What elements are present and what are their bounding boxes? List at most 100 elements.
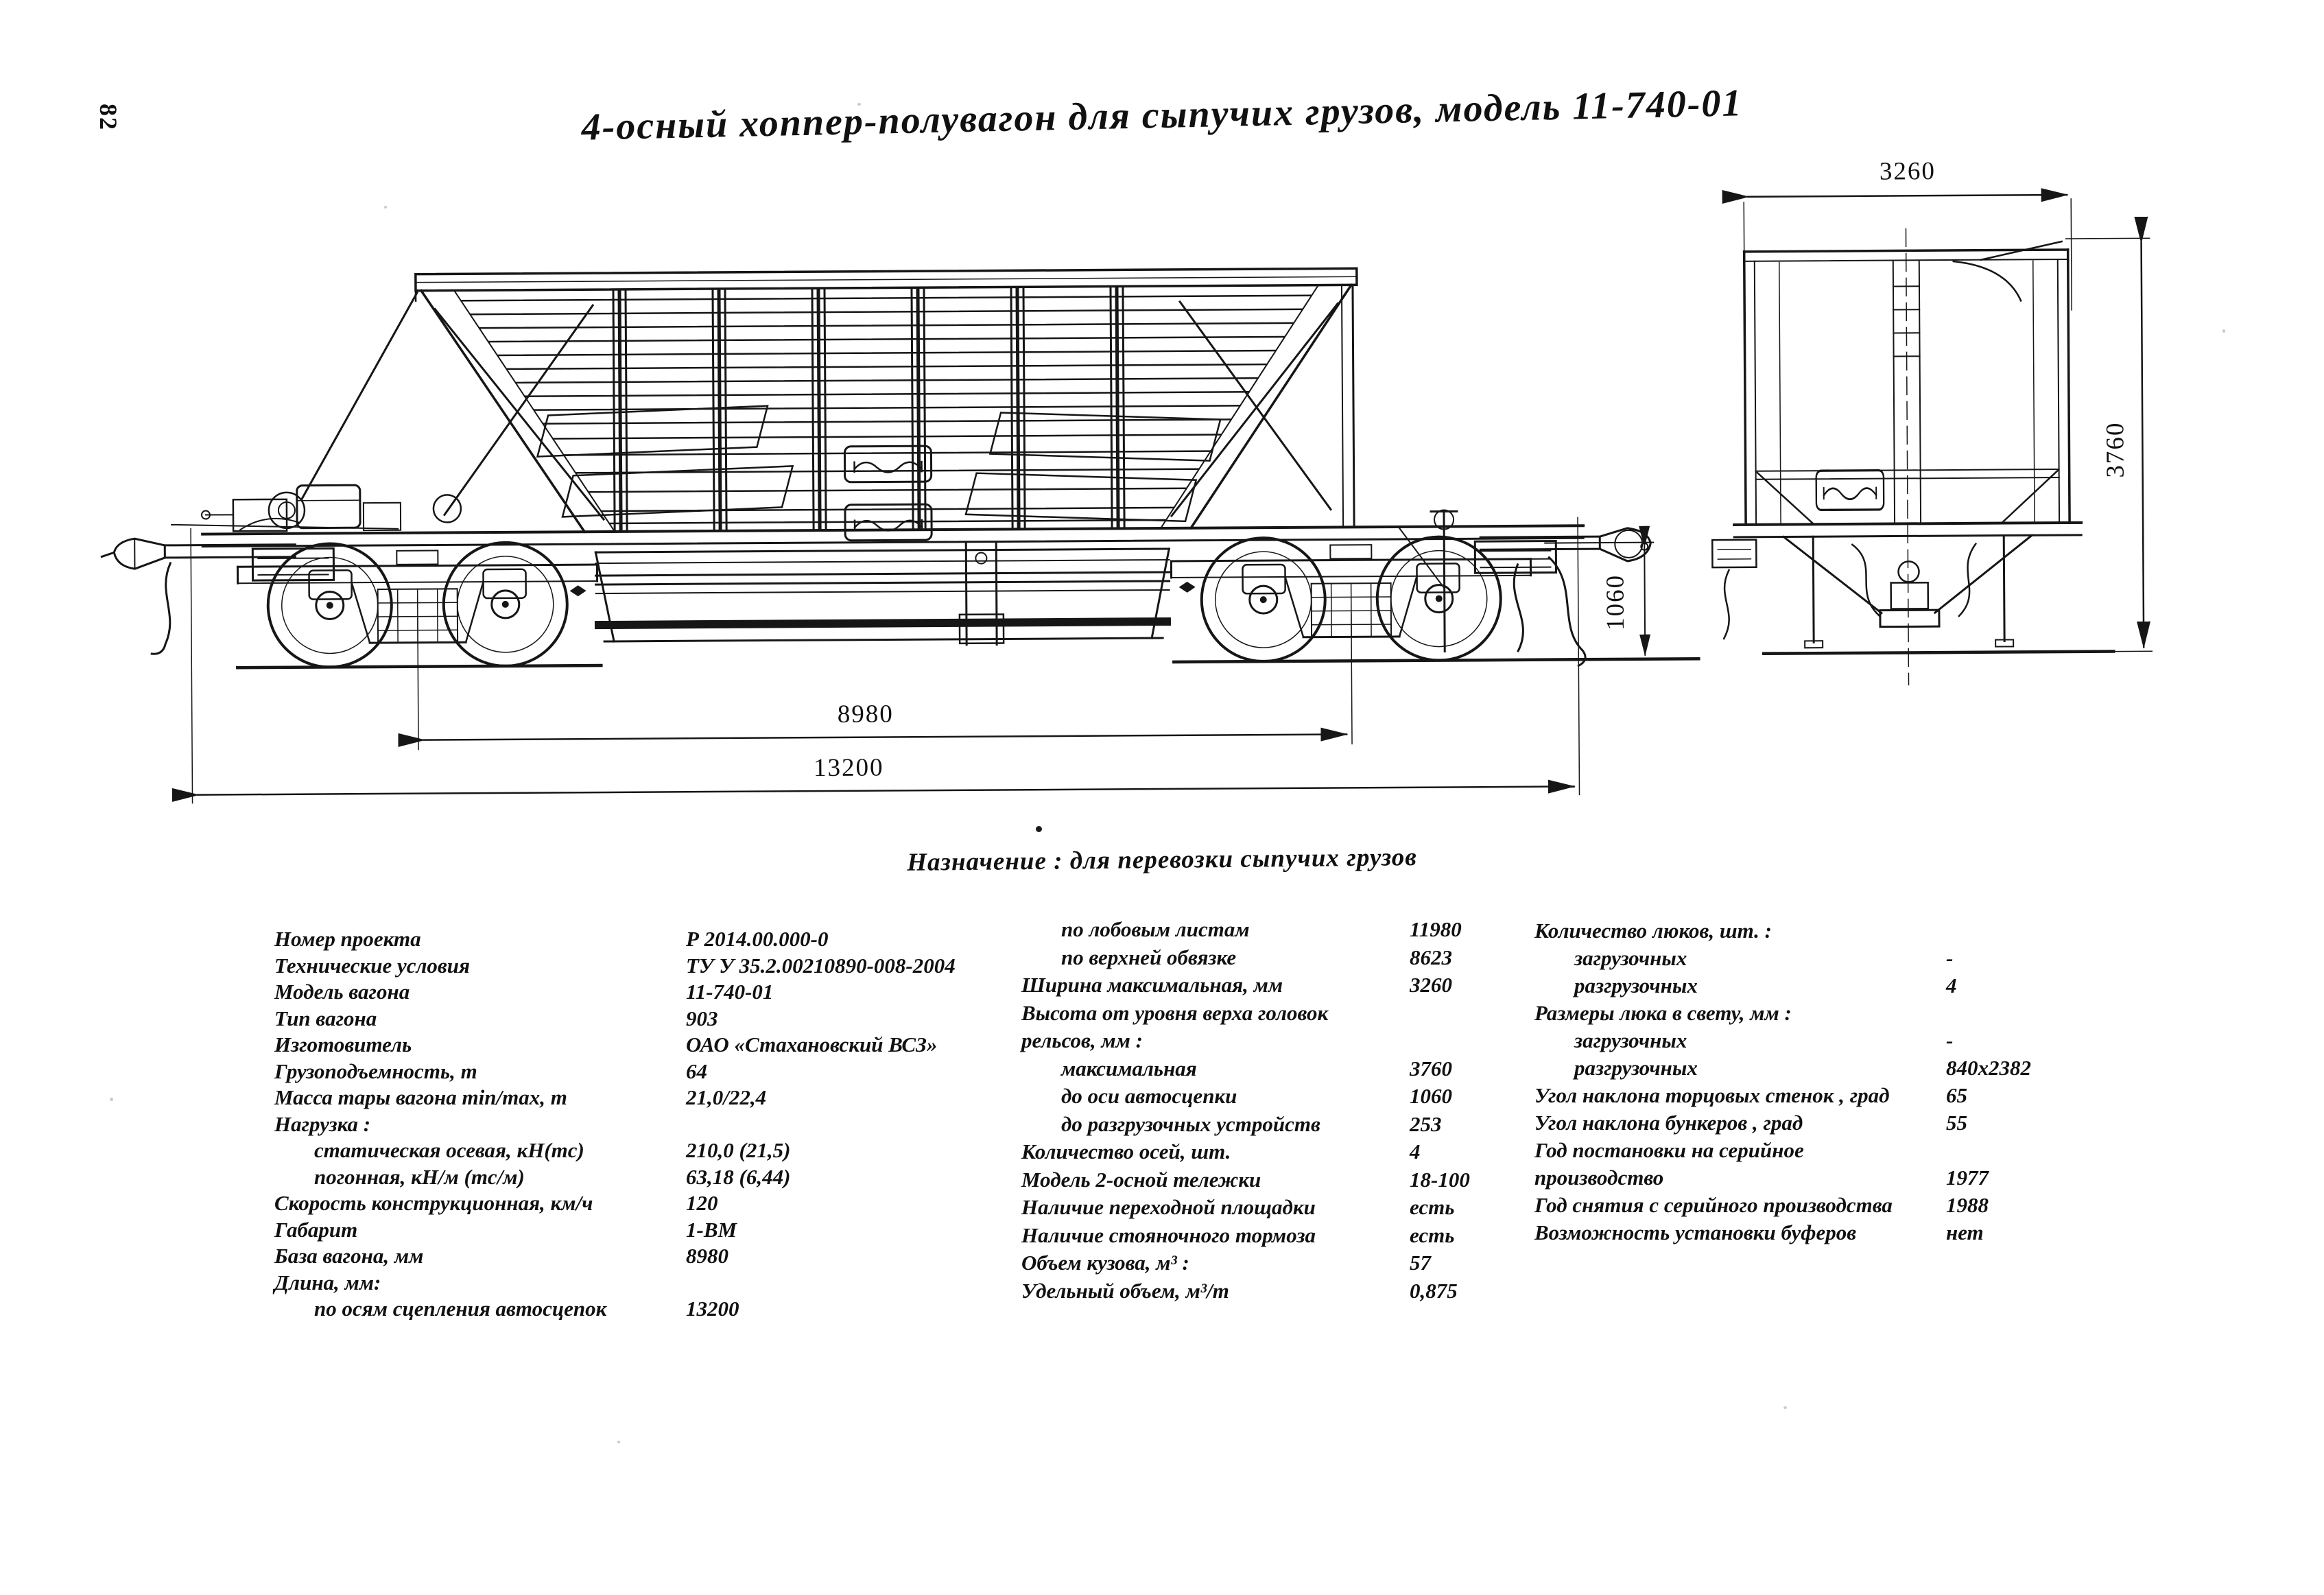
spec-label: Масса тары вагона min/max, т [274,1085,567,1109]
spec-value: - [1946,946,1954,970]
spec-value: 13200 [686,1297,739,1321]
spec-label: Количество люков, шт. : [1534,919,1772,943]
spec-label: Год снятия с серийного производства [1534,1193,1893,1217]
spec-value: - [1946,1028,1954,1052]
spec-label: Ширина максимальная, мм [1021,973,1283,997]
spec-label: База вагона, мм [274,1244,424,1268]
spec-value: есть [1410,1222,1455,1247]
dim-label-13200: 13200 [814,754,884,783]
discharge-hoppers [569,542,1196,646]
spec-col-3: Количество люков, шт. : загрузочных-разгр… [1534,919,2310,1249]
spec-value: 21,0/22,4 [686,1085,767,1109]
spec-label: Технические условия [274,953,470,978]
dimension-coupling-length: 13200 [171,517,1580,804]
spec-value: ОАО «Стахановский ВСЗ» [686,1032,938,1056]
spec-label: Год постановки на серийное [1534,1138,1804,1162]
spec-label: Наличие переходной площадки [1021,1195,1316,1219]
spec-value: 120 [686,1191,718,1215]
spec-label: разгрузочных [1574,1056,1698,1080]
spec-row: загрузочных- [1534,947,2310,974]
spec-row: разгрузочных 4 [1534,974,2310,1002]
spec-label: производство [1534,1166,1664,1190]
spec-label: Размеры люка в свету, мм : [1534,1001,1792,1025]
spec-row: Количество люков, шт. : [1534,919,2310,947]
spec-row: Изготовитель ОАО «Стахановский ВСЗ» [274,1033,1056,1060]
spec-label: до разгрузочных устройств [1061,1111,1320,1136]
spec-value: 11-740-01 [686,980,774,1004]
ink-dot [1036,826,1042,832]
spec-label: Объем кузова, м³ : [1021,1251,1189,1275]
spec-value: 210,0 (21,5) [686,1138,791,1162]
spec-label: разгрузочных [1574,973,1698,997]
spec-label: погонная, кН/м (тс/м) [314,1164,525,1189]
spec-label: Нагрузка : [274,1111,371,1136]
dimension-coupler-height: 1060 [1544,525,1655,657]
spec-value: 65 [1946,1083,1967,1107]
spec-row: до разгрузочных устройств 253 [1021,1113,1666,1141]
dim-label-3260: 3260 [1880,157,1936,186]
scan-noise [384,206,387,209]
spec-value: нет [1946,1220,1984,1244]
spec-label: Номер проекта [274,927,421,951]
spec-label: Изготовитель [274,1032,412,1056]
coupler-left [100,537,296,655]
spec-value: ТУ У 35.2.00210890-008-2004 [686,953,956,978]
spec-row: загрузочных- [1534,1029,2310,1056]
spec-row: Объем кузова, м³ : 57 [1021,1251,1666,1279]
spec-row: Технические условия ТУ У 35.2.00210890-00… [274,954,1056,981]
dim-label-8980: 8980 [838,700,894,729]
spec-row: рельсов, мм : [1021,1029,1666,1057]
spec-label: Длина, мм: [274,1270,381,1295]
spec-label: максимальная [1061,1056,1197,1080]
purpose-line: Назначение : для перевозки сыпучих грузо… [907,843,1417,877]
spec-row: Высота от уровня верха головок [1021,1002,1666,1030]
spec-value: 253 [1410,1111,1442,1136]
spec-value: 840х2382 [1946,1056,2031,1080]
dimension-end-height: 3760 [2065,216,2153,652]
spec-value: 4 [1946,973,1957,997]
spec-row: погонная, кН/м (тс/м)63,18 (6,44) [274,1166,1056,1192]
spec-label: Возможность установки буферов [1534,1220,1857,1244]
scan-noise [617,1441,620,1443]
spec-value: 8623 [1410,945,1452,969]
scan-noise [110,1098,113,1101]
spec-row: Масса тары вагона min/max, т 21,0/22,4 [274,1086,1056,1113]
spec-label: по лобовым листам [1061,917,1250,941]
dimension-base: 8980 [398,612,1353,751]
spec-label: рельсов, мм : [1021,1028,1143,1052]
spec-value: 903 [686,1006,718,1030]
spec-value: есть [1410,1195,1455,1219]
spec-value: 57 [1410,1251,1431,1275]
spec-label: Тип вагона [274,1006,377,1030]
brake-equipment-left [171,484,402,532]
spec-row: Длина, мм: [274,1271,1056,1298]
spec-label: Габарит [274,1217,358,1242]
spec-value: 1-ВМ [686,1217,737,1242]
spec-label: по осям сцепления автосцепок [314,1297,607,1321]
spec-label: Угол наклона бункеров , град [1534,1111,1803,1135]
scan-noise [1783,1406,1787,1409]
scan-noise [2222,329,2225,333]
spec-value: 0,875 [1410,1278,1458,1303]
spec-label: до оси автосцепки [1061,1084,1237,1108]
spec-row: статическая осевая, кН(тс)210,0 (21,5) [274,1139,1056,1166]
spec-row: Размеры люка в свету, мм : [1534,1002,2310,1029]
spec-row: разгрузочных 840х2382 [1534,1056,2310,1084]
end-view [1711,228,2115,686]
spec-row: Год постановки на серийное [1534,1139,2310,1166]
